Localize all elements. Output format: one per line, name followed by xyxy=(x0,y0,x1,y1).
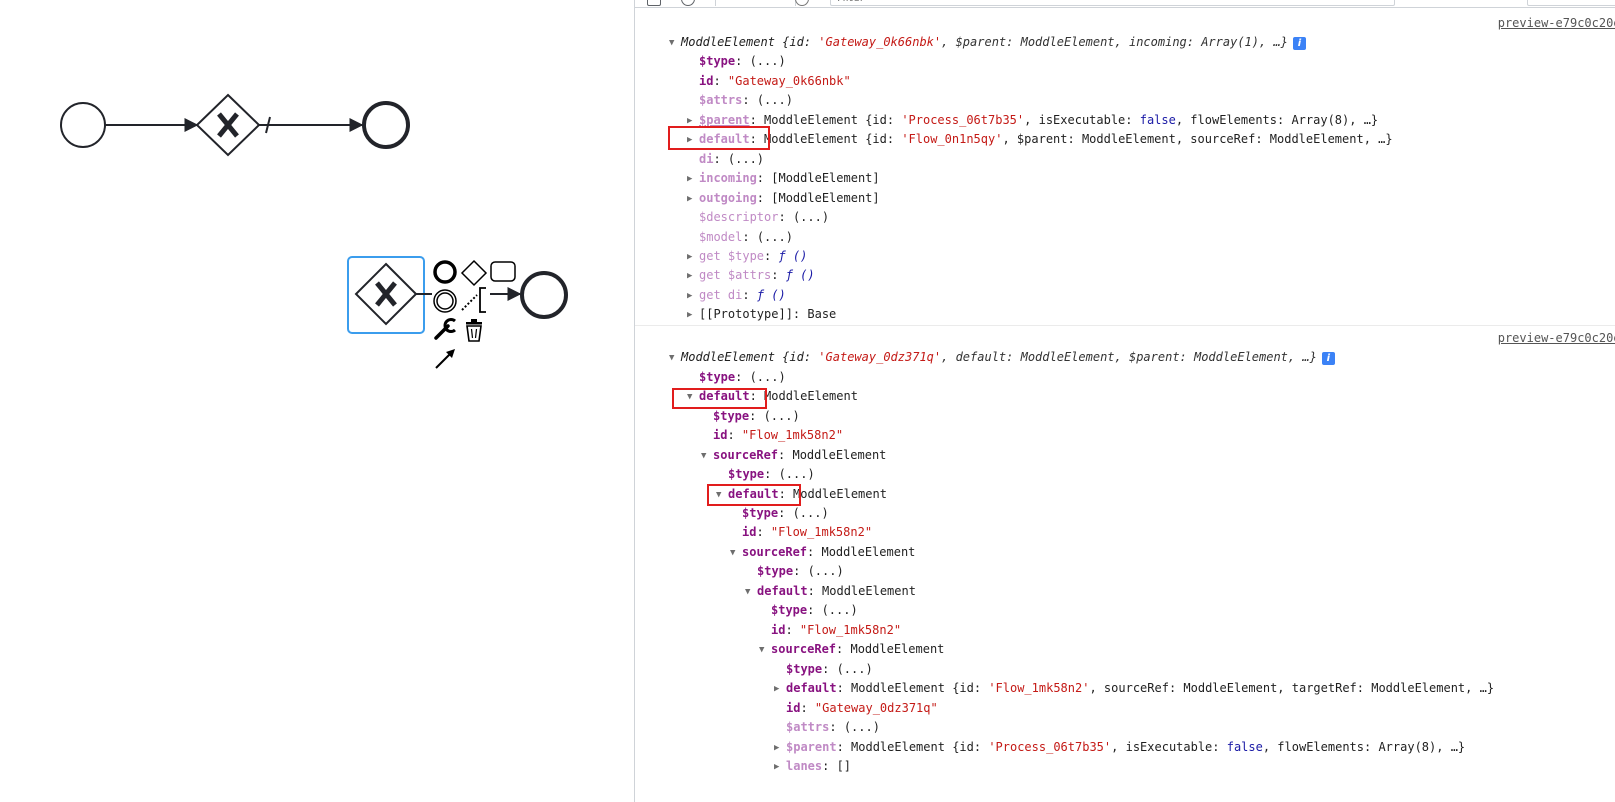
exclusive-gateway[interactable] xyxy=(195,93,261,157)
collapse-triangle-icon[interactable]: ▼ xyxy=(687,392,693,402)
context-pad[interactable] xyxy=(433,259,516,369)
highlight-box xyxy=(668,126,770,150)
property-row: $type: (...) xyxy=(713,409,800,423)
expand-triangle-icon[interactable]: ▼ xyxy=(669,38,675,48)
collapse-triangle-icon[interactable]: ▼ xyxy=(730,548,736,558)
source-link[interactable]: preview-e79c0c20ea0 xyxy=(1497,16,1615,30)
toolbar-divider xyxy=(715,0,716,6)
object-summary[interactable]: ▼ModdleElement {id: 'Gateway_0dz371q', d… xyxy=(669,348,1335,367)
property-row[interactable]: ▼sourceRef: ModdleElement xyxy=(730,543,915,562)
property-row-default[interactable]: ▼default: ModdleElement xyxy=(716,485,887,504)
devtools-console: Filter preview-e79c0c20ea0 ▼ModdleElemen… xyxy=(634,0,1615,802)
task-icon[interactable] xyxy=(490,261,516,282)
intermediate-event-icon[interactable] xyxy=(433,289,457,313)
property-row[interactable]: ▼default: ModdleElement xyxy=(745,582,916,601)
wrench-icon[interactable] xyxy=(434,318,456,340)
info-icon[interactable]: i xyxy=(1321,352,1335,365)
console-toolbar: Filter xyxy=(635,0,1615,8)
property-row-default[interactable]: ▼default: ModdleElement xyxy=(687,387,858,406)
connect-arrow-icon[interactable] xyxy=(435,349,455,369)
end-event-2[interactable] xyxy=(520,271,568,319)
property-row[interactable]: ▶lanes: [] xyxy=(774,757,851,776)
property-row-default[interactable]: ▶default: ModdleElement {id: 'Flow_0n1n5… xyxy=(687,130,1393,149)
expand-triangle-icon[interactable]: ▶ xyxy=(774,762,780,772)
gateway-x-marker xyxy=(217,112,239,138)
property-row: $type: (...) xyxy=(771,603,858,617)
default-sequence-flow[interactable] xyxy=(259,116,364,134)
property-row[interactable]: ▶default: ModdleElement {id: 'Flow_1mk58… xyxy=(774,679,1494,698)
text-annotation-icon[interactable] xyxy=(461,287,486,313)
property-row[interactable]: ▶[[Prototype]]: Base xyxy=(687,305,836,324)
property-row: $type: (...) xyxy=(786,662,873,676)
sidebar-toggle-icon[interactable] xyxy=(647,0,661,6)
expand-triangle-icon[interactable]: ▼ xyxy=(669,353,675,363)
collapse-triangle-icon[interactable]: ▼ xyxy=(701,451,707,461)
property-row[interactable]: ▶get $attrs: ƒ () xyxy=(687,266,815,285)
expand-triangle-icon[interactable]: ▶ xyxy=(687,135,693,145)
property-row: $type: (...) xyxy=(699,370,786,384)
expand-triangle-icon[interactable]: ▶ xyxy=(687,291,693,301)
eye-icon[interactable] xyxy=(795,0,809,6)
collapse-triangle-icon[interactable]: ▼ xyxy=(759,645,765,655)
gateway-icon[interactable] xyxy=(460,259,488,287)
property-row: id: "Flow_1mk58n2" xyxy=(742,525,873,539)
console-message: preview-e79c0c20ea0 ▼ModdleElement {id: … xyxy=(635,10,1615,326)
property-row: $type: (...) xyxy=(742,506,829,520)
expand-triangle-icon[interactable]: ▶ xyxy=(687,252,693,262)
property-row: $attrs: (...) xyxy=(699,93,793,107)
collapse-triangle-icon[interactable]: ▼ xyxy=(716,490,722,500)
expand-triangle-icon[interactable]: ▶ xyxy=(774,743,780,753)
property-row[interactable]: ▼sourceRef: ModdleElement xyxy=(759,640,944,659)
property-row[interactable]: ▶get $type: ƒ () xyxy=(687,247,807,266)
highlight-box xyxy=(672,388,767,409)
property-row[interactable]: ▶outgoing: [ModdleElement] xyxy=(687,189,880,208)
property-row: $descriptor: (...) xyxy=(699,210,830,224)
property-row[interactable]: ▶$parent: ModdleElement {id: 'Process_06… xyxy=(687,111,1378,130)
source-link[interactable]: preview-e79c0c20ea0 xyxy=(1497,331,1615,345)
trash-icon[interactable] xyxy=(466,319,482,342)
property-row[interactable]: ▶get di: ƒ () xyxy=(687,286,786,305)
object-summary[interactable]: ▼ModdleElement {id: 'Gateway_0k66nbk', $… xyxy=(669,33,1306,52)
property-row: id: "Flow_1mk58n2" xyxy=(713,428,844,442)
clear-console-icon[interactable] xyxy=(681,0,695,6)
default-flow-marker xyxy=(265,116,271,134)
expand-triangle-icon[interactable]: ▶ xyxy=(687,271,693,281)
property-row: $model: (...) xyxy=(699,230,793,244)
filter-input[interactable]: Filter xyxy=(830,0,1395,6)
property-row: di: (...) xyxy=(699,152,765,166)
property-row: $type: (...) xyxy=(757,564,844,578)
property-row[interactable]: ▶incoming: [ModdleElement] xyxy=(687,169,880,188)
end-event-icon[interactable] xyxy=(433,260,457,284)
console-message: preview-e79c0c20ea0 ▼ModdleElement {id: … xyxy=(635,327,1615,802)
info-icon[interactable]: i xyxy=(1292,37,1306,50)
end-event[interactable] xyxy=(362,101,410,149)
log-levels-dropdown[interactable] xyxy=(1527,0,1615,6)
property-row: $type: (...) xyxy=(699,54,786,68)
property-row: id: "Gateway_0k66nbk" xyxy=(699,74,851,88)
property-row: $type: (...) xyxy=(728,467,815,481)
bpmn-canvas[interactable] xyxy=(0,0,634,802)
expand-triangle-icon[interactable]: ▶ xyxy=(687,116,693,126)
property-row[interactable]: ▼sourceRef: ModdleElement xyxy=(701,446,886,465)
property-row: id: "Flow_1mk58n2" xyxy=(771,623,902,637)
expand-triangle-icon[interactable]: ▶ xyxy=(774,684,780,694)
property-row[interactable]: ▶$parent: ModdleElement {id: 'Process_06… xyxy=(774,738,1465,757)
expand-triangle-icon[interactable]: ▶ xyxy=(687,310,693,320)
collapse-triangle-icon[interactable]: ▼ xyxy=(745,587,751,597)
expand-triangle-icon[interactable]: ▶ xyxy=(687,174,693,184)
property-row: id: "Gateway_0dz371q" xyxy=(786,701,938,715)
highlight-box xyxy=(707,484,801,506)
expand-triangle-icon[interactable]: ▶ xyxy=(687,194,693,204)
start-event[interactable] xyxy=(60,102,106,148)
selected-gateway[interactable] xyxy=(347,256,425,334)
property-row: $attrs: (...) xyxy=(786,720,880,734)
